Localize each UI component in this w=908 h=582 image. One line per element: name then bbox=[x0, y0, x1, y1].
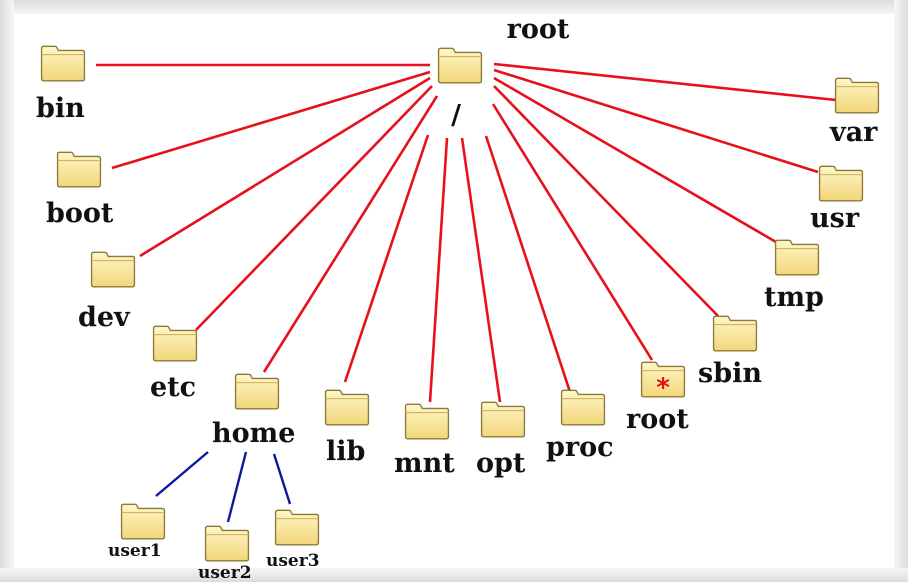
dir-label-home: home bbox=[212, 418, 295, 449]
dir-label-bin: bin bbox=[36, 93, 85, 124]
dir-label-user3: user3 bbox=[266, 551, 320, 571]
edge-user3 bbox=[272, 453, 292, 505]
root-label: root bbox=[507, 14, 570, 45]
dir-label-mnt: mnt bbox=[394, 448, 455, 479]
labels: root / bin boot dev etc home lib mnt opt… bbox=[36, 14, 878, 582]
edge-home bbox=[262, 95, 439, 373]
folder-icon bbox=[324, 389, 370, 426]
edge-dev bbox=[139, 76, 431, 258]
edge-var bbox=[493, 62, 837, 102]
folder-icon bbox=[480, 401, 526, 438]
folder-icon bbox=[90, 251, 136, 288]
folder-icon bbox=[774, 239, 820, 276]
edge-sbin bbox=[493, 85, 719, 317]
folder-icon bbox=[834, 77, 880, 114]
edge-proc bbox=[484, 135, 572, 393]
home-edges bbox=[155, 451, 292, 523]
dir-label-etc: etc bbox=[150, 372, 196, 403]
folder-icon bbox=[404, 403, 450, 440]
folder-icon bbox=[560, 389, 606, 426]
edge-user2 bbox=[226, 451, 248, 523]
dir-label-root: root bbox=[626, 404, 689, 435]
edge-etc bbox=[195, 85, 433, 331]
frame-bottom bbox=[0, 568, 908, 582]
folder-icon bbox=[56, 151, 102, 188]
dir-label-tmp: tmp bbox=[764, 282, 824, 313]
dir-label-var: var bbox=[829, 117, 878, 148]
folder-icon bbox=[437, 47, 483, 84]
dir-label-dev: dev bbox=[78, 302, 131, 333]
edge-root-home bbox=[491, 103, 654, 361]
frame-left bbox=[0, 0, 14, 582]
root-symbol: / bbox=[451, 100, 461, 131]
folder-icon bbox=[274, 509, 320, 546]
dir-label-opt: opt bbox=[476, 448, 526, 479]
dir-label-boot: boot bbox=[46, 198, 114, 229]
dir-label-proc: proc bbox=[546, 432, 614, 463]
dir-label-user1: user1 bbox=[108, 541, 162, 561]
folder-icon bbox=[712, 315, 758, 352]
folder-icon bbox=[152, 325, 198, 362]
dir-label-sbin: sbin bbox=[698, 358, 762, 389]
folder-icon bbox=[40, 45, 86, 82]
folder-icon bbox=[818, 165, 864, 202]
edge-mnt bbox=[428, 137, 449, 403]
edge-user1 bbox=[155, 451, 209, 497]
root-home-marker: * bbox=[656, 373, 670, 403]
frame-top bbox=[0, 0, 908, 14]
dir-label-user2: user2 bbox=[198, 563, 252, 582]
folder-icon bbox=[120, 503, 166, 540]
folder-icon bbox=[234, 373, 280, 410]
frame-right bbox=[894, 0, 908, 582]
edge-usr bbox=[493, 68, 819, 174]
edge-opt bbox=[460, 137, 502, 403]
root-edges bbox=[96, 62, 837, 403]
edge-tmp bbox=[493, 76, 777, 244]
folder-icon bbox=[204, 525, 250, 562]
edge-lib bbox=[343, 134, 430, 383]
dir-label-usr: usr bbox=[810, 203, 860, 234]
edge-boot bbox=[111, 70, 431, 170]
dir-label-lib: lib bbox=[326, 436, 365, 467]
